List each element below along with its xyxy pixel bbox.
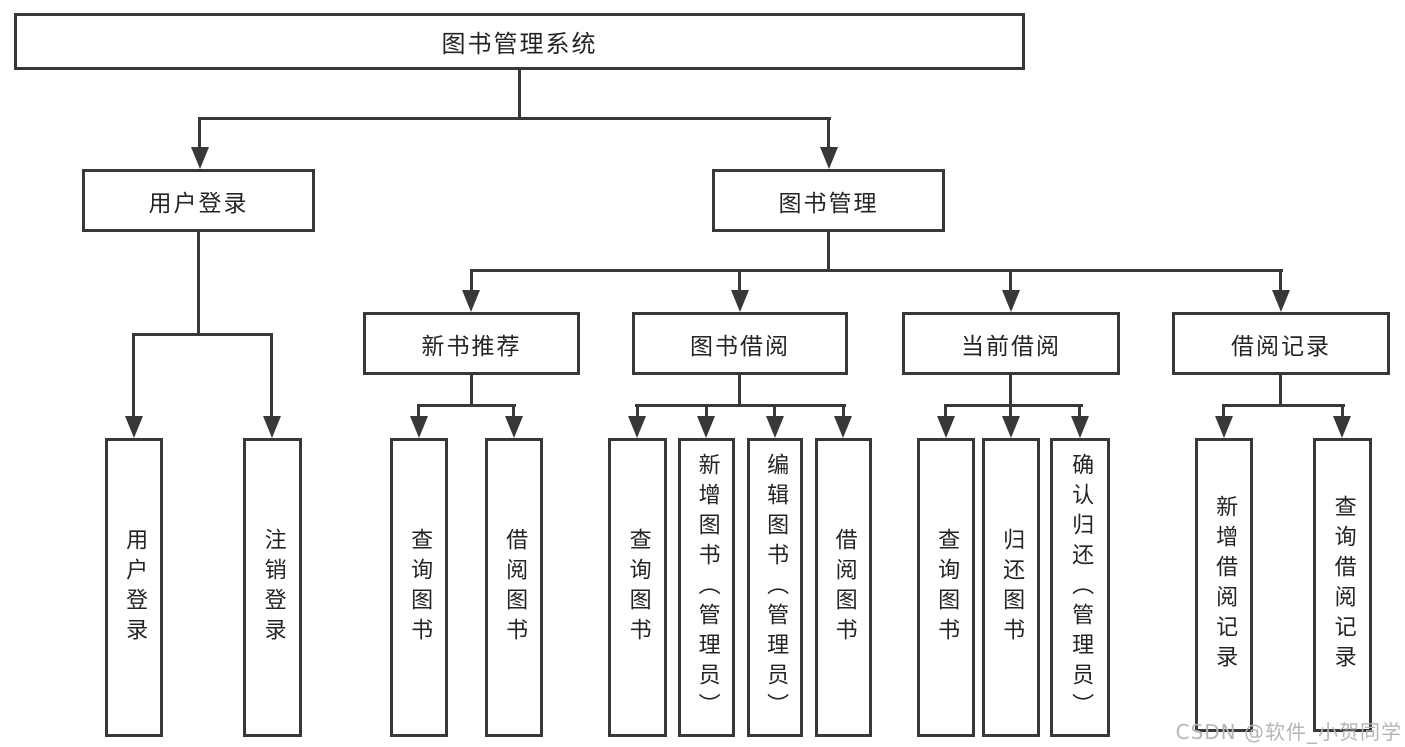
connector-vline: [198, 117, 201, 149]
connector-vline: [1341, 404, 1344, 418]
arrowhead-down-icon: [191, 147, 209, 169]
arrowhead-down-icon: [1215, 416, 1233, 438]
leaf-query-books-borrowing: 查询图书: [608, 438, 667, 737]
arrowhead-down-icon: [410, 416, 428, 438]
connector-vline: [1078, 404, 1081, 418]
arrowhead-down-icon: [628, 416, 646, 438]
connector-vline: [1279, 375, 1282, 407]
leaf-borrow-books-borrowing: 借阅图书: [815, 438, 872, 737]
connector-hline: [944, 404, 1083, 407]
leaf-query-borrow-record: 查询借阅记录: [1313, 438, 1372, 732]
arrowhead-down-icon: [731, 290, 749, 312]
connector-vline: [738, 269, 741, 293]
leaf-label: 编辑图书（管理员）: [763, 452, 789, 723]
connector-vline: [417, 404, 420, 418]
connector-vline: [827, 232, 830, 272]
arrowhead-down-icon: [462, 290, 480, 312]
node-label: 新书推荐: [421, 333, 522, 360]
connector-vline: [470, 375, 473, 407]
node-label: 图书管理: [778, 190, 879, 217]
leaf-label: 借阅图书: [502, 527, 528, 648]
leaf-confirm-return-admin: 确认归还（管理员）: [1050, 438, 1110, 737]
connector-hline: [132, 333, 273, 336]
connector-hline: [198, 117, 831, 120]
arrowhead-down-icon: [820, 147, 838, 169]
connector-vline: [512, 404, 515, 418]
connector-vline: [1009, 269, 1012, 293]
connector-vline: [773, 404, 776, 418]
connector-vline: [197, 232, 200, 336]
arrowhead-down-icon: [697, 416, 715, 438]
arrowhead-down-icon: [125, 416, 143, 438]
node-label: 借阅记录: [1231, 333, 1331, 360]
leaf-label: 查询图书: [407, 527, 433, 648]
connector-vline: [132, 333, 135, 418]
connector-vline: [470, 269, 473, 293]
connector-vline: [1009, 375, 1012, 407]
leaf-label: 注销登录: [260, 527, 286, 648]
connector-hline: [635, 404, 846, 407]
leaf-query-books-current: 查询图书: [917, 438, 975, 737]
leaf-logout: 注销登录: [243, 438, 302, 737]
connector-hline: [1222, 404, 1345, 407]
node-label: 图书借阅: [690, 333, 790, 360]
arrowhead-down-icon: [505, 416, 523, 438]
leaf-user-login: 用户登录: [105, 438, 163, 737]
leaf-return-books: 归还图书: [982, 438, 1040, 737]
connector-vline: [705, 404, 708, 418]
leaf-label: 查询借阅记录: [1330, 495, 1356, 675]
connector-vline: [1222, 404, 1225, 418]
arrowhead-down-icon: [1002, 416, 1020, 438]
node-new-book-recommendation: 新书推荐: [363, 312, 580, 375]
connector-vline: [827, 117, 830, 149]
leaf-label: 借阅图书: [831, 527, 857, 648]
connector-vline: [1009, 404, 1012, 418]
node-user-login: 用户登录: [82, 169, 315, 232]
connector-vline: [636, 404, 639, 418]
arrowhead-down-icon: [1002, 290, 1020, 312]
arrowhead-down-icon: [766, 416, 784, 438]
arrowhead-down-icon: [1071, 416, 1089, 438]
leaf-label: 新增图书（管理员）: [694, 452, 720, 723]
node-current-borrowing: 当前借阅: [902, 312, 1120, 375]
connector-vline: [518, 70, 521, 118]
connector-vline: [738, 375, 741, 407]
leaf-label: 确认归还（管理员）: [1068, 452, 1094, 723]
leaf-borrow-books-recommend: 借阅图书: [485, 438, 543, 737]
leaf-label: 查询图书: [934, 527, 960, 648]
arrowhead-down-icon: [834, 416, 852, 438]
leaf-label: 新增借阅记录: [1212, 495, 1238, 675]
watermark-text: CSDN @软件_小贺同学: [1175, 720, 1402, 744]
arrowhead-down-icon: [1272, 290, 1290, 312]
arrowhead-down-icon: [263, 416, 281, 438]
leaf-query-books-recommend: 查询图书: [390, 438, 448, 737]
arrowhead-down-icon: [1333, 416, 1351, 438]
connector-vline: [944, 404, 947, 418]
connector-hline: [470, 269, 1283, 272]
leaf-edit-books-admin: 编辑图书（管理员）: [747, 438, 803, 737]
node-library-system: 图书管理系统: [14, 13, 1025, 70]
connector-hline: [417, 404, 516, 407]
leaf-label: 用户登录: [122, 527, 148, 648]
leaf-label: 归还图书: [999, 527, 1025, 648]
leaf-add-borrow-record: 新增借阅记录: [1195, 438, 1253, 732]
node-borrowing-records: 借阅记录: [1172, 312, 1390, 375]
leaf-add-books-admin: 新增图书（管理员）: [678, 438, 735, 737]
connector-vline: [842, 404, 845, 418]
node-label: 用户登录: [148, 190, 249, 217]
connector-vline: [1279, 269, 1282, 293]
node-book-management: 图书管理: [712, 169, 945, 232]
arrowhead-down-icon: [937, 416, 955, 438]
node-book-borrowing: 图书借阅: [632, 312, 848, 375]
leaf-label: 查询图书: [625, 527, 651, 648]
connector-vline: [270, 333, 273, 418]
node-label: 图书管理系统: [441, 30, 598, 58]
node-label: 当前借阅: [961, 333, 1061, 360]
